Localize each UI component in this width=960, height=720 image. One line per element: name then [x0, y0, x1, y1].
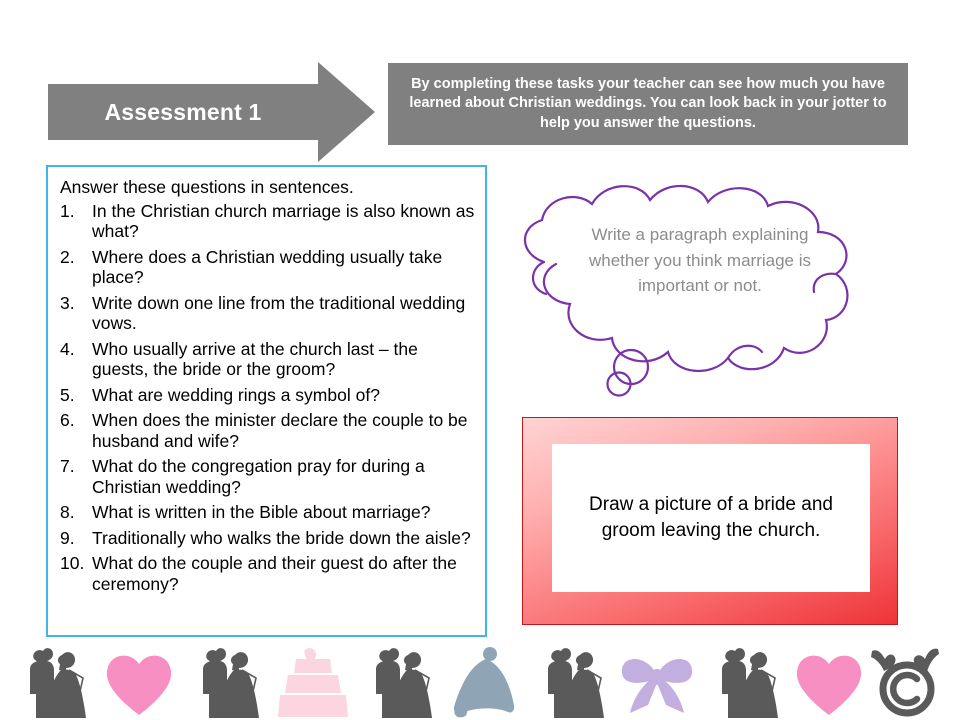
question-number: 4.	[60, 338, 75, 359]
copyright-antlers-watermark-icon	[866, 645, 950, 720]
question-text: When does the minister declare the coupl…	[92, 410, 468, 451]
list-item: 5. What are wedding rings a symbol of?	[58, 385, 475, 405]
bride-groom-silhouette-icon	[704, 645, 784, 720]
thought-bubble: Write a paragraph explaining whether you…	[500, 176, 900, 408]
questions-instruction: Answer these questions in sentences.	[60, 177, 354, 197]
draw-task-panel: Draw a picture of a bride and groom leav…	[552, 444, 870, 592]
wedding-cake-icon	[272, 645, 352, 720]
question-number: 3.	[60, 292, 75, 313]
questions-panel: Answer these questions in sentences. 1. …	[46, 165, 487, 637]
list-item: 7. What do the congregation pray for dur…	[58, 456, 475, 497]
thought-bubble-text: Write a paragraph explaining whether you…	[588, 225, 812, 295]
question-text: What do the couple and their guest do af…	[92, 553, 457, 594]
list-item: 4. Who usually arrive at the church last…	[58, 339, 475, 380]
question-number: 6.	[60, 410, 75, 431]
question-number: 9.	[60, 527, 75, 548]
bride-groom-silhouette-icon	[530, 645, 610, 720]
question-text: What do the congregation pray for during…	[92, 456, 425, 497]
list-item: 1. In the Christian church marriage is a…	[58, 201, 475, 242]
heart-icon	[790, 645, 868, 720]
bride-groom-silhouette-icon	[185, 645, 265, 720]
assessment-arrow-banner: Assessment 1	[48, 62, 375, 162]
question-number: 5.	[60, 384, 75, 405]
question-text: Where does a Christian wedding usually t…	[92, 246, 443, 288]
ribbon-bow-icon	[616, 645, 698, 720]
bride-groom-silhouette-icon	[12, 645, 92, 720]
intro-instructions-box: By completing these tasks your teacher c…	[388, 63, 908, 145]
questions-list: 1. In the Christian church marriage is a…	[58, 201, 475, 594]
arrow-shape-icon	[48, 62, 375, 162]
assessment-title: Assessment 1	[104, 98, 262, 125]
draw-task-text: Draw a picture of a bride and groom leav…	[589, 494, 833, 541]
question-number: 10.	[60, 553, 85, 574]
question-number: 8.	[60, 502, 75, 523]
draw-task-frame: Draw a picture of a bride and groom leav…	[522, 417, 898, 625]
list-item: 8. What is written in the Bible about ma…	[58, 502, 475, 522]
question-number: 7.	[60, 456, 75, 477]
question-text: Write down one line from the traditional…	[92, 292, 466, 334]
thought-cloud-icon	[523, 184, 849, 397]
wedding-bell-icon	[444, 645, 524, 720]
list-item: 2. Where does a Christian wedding usuall…	[58, 247, 475, 288]
list-item: 3. Write down one line from the traditio…	[58, 293, 475, 334]
question-text: Who usually arrive at the church last – …	[92, 338, 418, 380]
decorative-icon-strip	[0, 645, 960, 720]
question-number: 2.	[60, 246, 75, 267]
question-text: Traditionally who walks the bride down t…	[92, 527, 471, 548]
question-text: What are wedding rings a symbol of?	[92, 384, 380, 405]
question-text: What is written in the Bible about marri…	[92, 502, 431, 523]
list-item: 6. When does the minister declare the co…	[58, 410, 475, 451]
intro-instructions-text: By completing these tasks your teacher c…	[409, 75, 887, 131]
list-item: 10. What do the couple and their guest d…	[58, 553, 475, 594]
list-item: 9. Traditionally who walks the bride dow…	[58, 528, 475, 548]
question-number: 1.	[60, 201, 75, 221]
bride-groom-silhouette-icon	[358, 645, 438, 720]
question-text: In the Christian church marriage is also…	[92, 201, 475, 242]
heart-icon	[100, 645, 178, 720]
